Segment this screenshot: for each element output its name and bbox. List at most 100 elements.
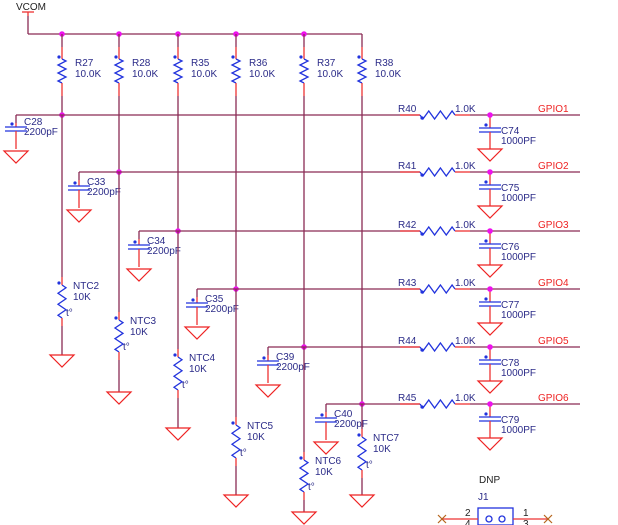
resistor-symbol [419,166,456,178]
pullup-value-label: 10.0K [191,69,217,80]
resistor-symbol [298,456,310,493]
pullup-value-label: 10.0K [132,69,158,80]
output-cap-value-label: 1000PF [501,136,536,147]
ntc-value-label: 10K [189,364,207,375]
gpio-net-label: GPIO5 [538,336,569,347]
output-cap-value-label: 1000PF [501,368,536,379]
resistor-symbol [419,109,456,121]
filter-cap-ref-label: C34 [147,236,166,247]
output-cap-value-label: 1000PF [501,310,536,321]
ntc-ref-label: NTC2 [73,281,100,292]
output-cap-ref-label: C75 [501,183,520,194]
ground-icon [254,384,282,398]
pin-circle [485,515,493,523]
series-resistor-value-label: 1.0K [455,104,476,115]
filter-cap-value-label: 2200pF [147,246,181,257]
ntc-value-label: 10K [247,432,265,443]
ground-icon [476,437,504,451]
ground-icon [48,354,76,368]
filter-cap-value-label: 2200pF [24,127,58,138]
pullup-value-label: 10.0K [75,69,101,80]
pullup-ref-label: R36 [249,58,268,69]
pin-label: 3 [523,519,529,525]
resistor-symbol [56,55,68,84]
pin-label: 4 [465,519,471,525]
filter-cap-ref-label: C28 [24,117,43,128]
gpio-net-label: GPIO6 [538,393,569,404]
series-resistor-value-label: 1.0K [455,393,476,404]
resistor-symbol [356,55,368,84]
gpio-net-label: GPIO1 [538,104,569,115]
ground-icon [476,264,504,278]
filter-cap-value-label: 2200pF [276,362,310,373]
output-cap-value-label: 1000PF [501,193,536,204]
series-resistor-value-label: 1.0K [455,220,476,231]
pullup-value-label: 10.0K [375,69,401,80]
ntc-temp-symbol: t° [240,448,247,459]
resistor-symbol [230,55,242,84]
ntc-value-label: 10K [130,327,148,338]
ground-icon [222,494,250,508]
junction-dot [487,228,493,234]
junction-dot [487,169,493,175]
ntc-value-label: 10K [73,292,91,303]
pullup-value-label: 10.0K [317,69,343,80]
output-cap-ref-label: C76 [501,242,520,253]
resistor-symbol [172,353,184,391]
resistor-symbol [356,433,368,471]
filter-cap-ref-label: C40 [334,409,353,420]
filter-cap-value-label: 2200pF [205,304,239,315]
pullup-ref-label: R38 [375,58,394,69]
ground-icon [476,322,504,336]
resistor-symbol [419,225,456,237]
ntc-temp-symbol: t° [66,308,73,319]
ground-icon [105,391,133,405]
ground-icon [183,326,211,340]
pullup-ref-label: R27 [75,58,94,69]
output-cap-ref-label: C78 [501,358,520,369]
ground-icon [476,380,504,394]
filter-cap-value-label: 2200pF [334,419,368,430]
series-resistor-ref-label: R43 [398,278,417,289]
filter-cap-value-label: 2200pF [87,187,121,198]
resistor-symbol [172,55,184,84]
pin-label: 1 [523,508,529,519]
connector-ref-label: J1 [478,492,489,503]
pin-label: 2 [465,508,471,519]
filter-cap-ref-label: C39 [276,352,295,363]
filter-cap-ref-label: C35 [205,294,224,305]
junction-dot [487,344,493,350]
ntc-ref-label: NTC7 [373,433,400,444]
pullup-value-label: 10.0K [249,69,275,80]
resistor-symbol [419,341,456,353]
ntc-temp-symbol: t° [123,342,130,353]
ntc-ref-label: NTC3 [130,316,157,327]
resistor-symbol [230,421,242,459]
gpio-net-label: GPIO2 [538,161,569,172]
series-resistor-ref-label: R42 [398,220,417,231]
ntc-temp-symbol: t° [182,380,189,391]
ground-icon [348,494,376,508]
ntc-value-label: 10K [373,444,391,455]
